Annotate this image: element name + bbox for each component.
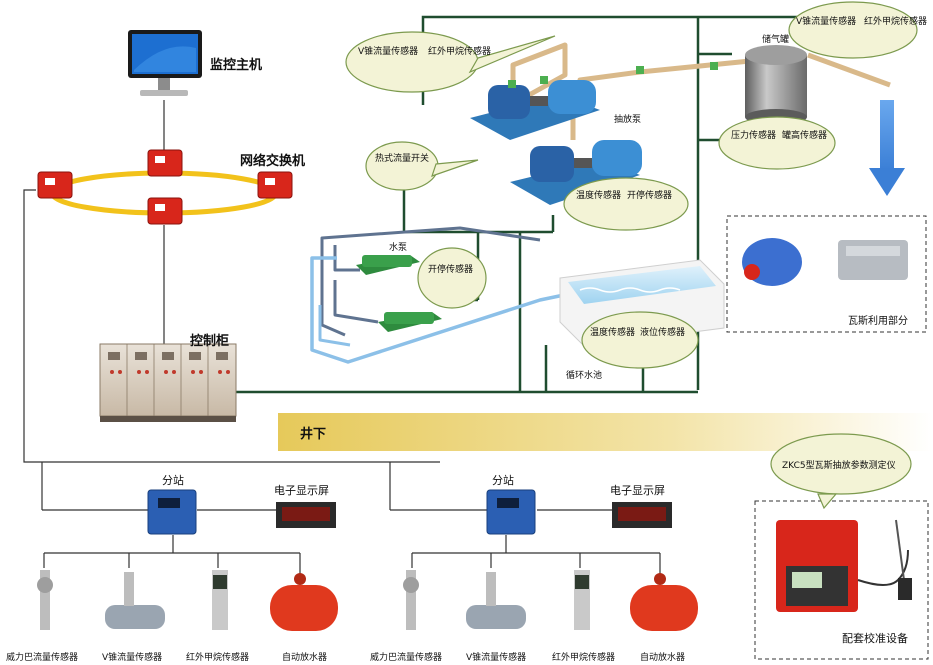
pipe-valves	[508, 62, 718, 88]
methane-sensor-1	[212, 570, 228, 630]
sensor-label-2a: 威力巴流量传感器	[370, 653, 443, 663]
display-1	[276, 502, 336, 528]
bubble-level-pool: 液位传感器	[640, 328, 686, 338]
substation-1	[147, 489, 197, 535]
sensor-label-2d: 自动放水器	[640, 653, 686, 663]
sensor-label-1b: V锥流量传感器	[102, 653, 163, 663]
bubble-methane-left: 红外甲烷传感器	[428, 47, 492, 57]
bubble-shapes	[345, 1, 918, 510]
gas-tank-label: 储气罐	[762, 35, 790, 45]
bubble-temp-pool: 温度传感器	[590, 328, 636, 338]
gas-utilization-label: 瓦斯利用部分	[848, 316, 908, 327]
calibration-box	[754, 500, 929, 660]
sensor-label-2b: V锥流量传感器	[466, 653, 527, 663]
bubble-onoff-waterpump: 开停传感器	[428, 265, 474, 275]
water-pump-lower	[378, 312, 442, 332]
bubble-pressure: 压力传感器	[731, 131, 777, 141]
annubar-sensor-1	[37, 570, 53, 630]
network-switch-label: 网络交换机	[240, 154, 306, 169]
underground-banner-label: 井下	[300, 427, 327, 442]
sensor-label-1a: 威力巴流量传感器	[6, 653, 79, 663]
substation-2	[486, 489, 536, 535]
monitor-host-label: 监控主机	[210, 58, 263, 73]
sensors-station-2	[403, 570, 698, 631]
gas-utilization-box	[726, 215, 927, 333]
substation-1-label: 分站	[162, 474, 184, 487]
sensor-label-1c: 红外甲烷传感器	[186, 653, 250, 663]
control-cabinet	[99, 343, 237, 422]
network-cables	[23, 100, 661, 575]
flow-arrow	[869, 100, 905, 196]
sensor-label-1d: 自动放水器	[282, 653, 328, 663]
substation-2-label: 分站	[492, 474, 514, 487]
bubble-thermal-flow: 热式流量开关	[375, 154, 430, 164]
auto-drainer-2	[630, 573, 698, 631]
bubble-methane-right: 红外甲烷传感器	[864, 17, 928, 27]
bubble-tank-level: 罐高传感器	[782, 131, 828, 141]
vcone-sensor-1	[105, 572, 165, 629]
calibration-title: ZKC5型瓦斯抽放参数测定仪	[782, 461, 896, 471]
annubar-sensor-2	[403, 570, 419, 630]
bubble-temp-pump: 温度传感器	[576, 191, 622, 201]
water-pump-upper	[356, 255, 420, 275]
display-1-label: 电子显示屏	[274, 484, 329, 497]
vacuum-pump-lower	[510, 140, 642, 205]
methane-sensor-2	[574, 570, 590, 630]
auto-drainer-1	[270, 573, 338, 631]
vcone-sensor-2	[466, 572, 526, 629]
monitor-host	[128, 30, 202, 96]
calibration-caption: 配套校准设备	[842, 632, 908, 645]
pump-label: 抽放泵	[614, 115, 642, 125]
display-2	[612, 502, 672, 528]
circ-pool-label: 循环水池	[566, 371, 603, 381]
display-2-label: 电子显示屏	[610, 484, 665, 497]
bubble-onoff-pump: 开停传感器	[627, 191, 673, 201]
network-switch-ring	[37, 149, 293, 225]
sensors-station-1	[37, 570, 338, 631]
bubble-vcone-right: V锥流量传感器	[796, 17, 857, 27]
water-pipes	[310, 226, 565, 364]
gas-tank	[745, 45, 807, 125]
sensor-label-2c: 红外甲烷传感器	[552, 653, 616, 663]
bubble-vcone-left: V锥流量传感器	[358, 47, 419, 57]
water-pump-label: 水泵	[389, 243, 408, 253]
control-cabinet-label: 控制柜	[190, 334, 230, 349]
vacuum-pump-upper	[470, 80, 600, 140]
